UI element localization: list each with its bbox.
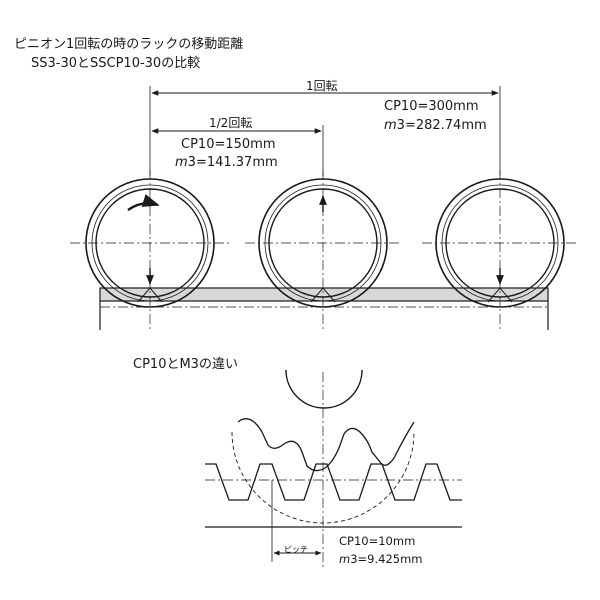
title-line-1: ピニオン1回転の時のラックの移動距離 [14,37,244,52]
half-rotation-label: 1/2回転 [209,116,253,130]
pitch-label: ピッチ [284,545,308,554]
rack-detail [205,463,462,528]
pinion-right [422,170,578,330]
pinion-left [70,170,230,330]
dimension-half-rotation [151,125,324,176]
pitch-dimension [271,480,322,562]
comparison-title: CP10とM3の違い [133,357,238,372]
full-cp-value: CP10=300mm [384,99,479,114]
full-m-value: m3=282.74mm [384,118,487,133]
half-m-value: m3=141.37mm [175,155,278,170]
dimension-full-rotation [149,86,501,176]
pinion-middle [245,170,402,330]
half-cp-value: CP10=150mm [181,137,276,152]
pinion-detail [231,369,415,570]
pitch-cp-value: CP10=10mm [339,534,416,548]
pitch-m-value: m3=9.425mm [339,552,423,566]
title-line-2: SS3-30とSSCP10-30の比較 [31,56,201,71]
full-rotation-label: 1回転 [306,79,338,93]
